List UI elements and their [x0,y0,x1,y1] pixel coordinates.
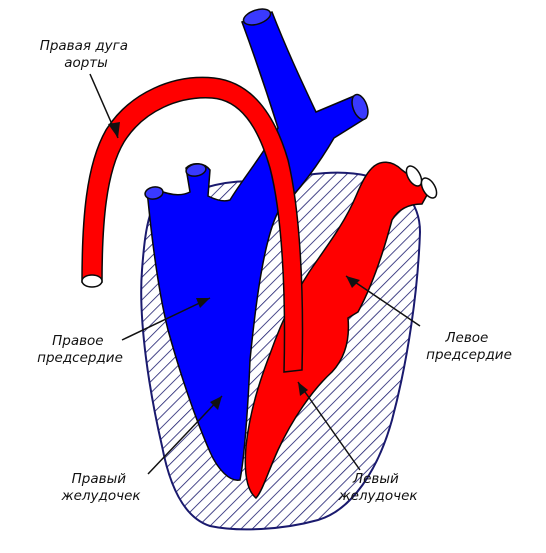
left-heart-red [244,161,434,500]
aortic-arch-opening [81,274,103,288]
label-aortic-arch-line1: Правая дуга [40,38,128,54]
pointer-aortic-arch-head [108,122,120,138]
label-left-atrium-line1: Левое [444,330,488,346]
label-left-ventricle-line2: желудочек [337,488,418,504]
pointer-right-atrium-head [196,298,210,308]
aortic-arch [81,76,304,373]
pointer-left-atrium [345,275,421,327]
label-aortic-arch: Правая дуга аорты [40,38,133,71]
label-aortic-arch-line2: аорты [64,55,108,71]
pointer-left-ventricle-head [298,382,308,396]
pointer-right-ventricle [147,395,223,475]
pointer-left-atrium-head [346,276,360,288]
label-right-atrium: Правое предсердие [37,333,123,366]
right-vessel-opening-2 [185,163,207,177]
label-left-atrium-line2: предсердие [426,347,512,363]
pulmonary-vessel-opening [351,93,369,121]
pointer-left-ventricle [297,381,361,471]
label-right-ventricle-line2: желудочек [60,488,141,504]
label-right-atrium-line2: предсердие [37,350,123,366]
label-left-atrium: Левое предсердие [426,330,512,363]
label-right-atrium-line1: Правое [52,333,104,349]
pointer-right-atrium [121,297,211,341]
right-vessel-opening-1 [144,186,164,200]
label-left-ventricle: Левый желудочек [337,471,418,504]
pulmonary-vein-opening-1 [405,165,423,187]
vena-cava-opening [242,8,272,26]
pulmonary-vein-opening-2 [420,177,438,199]
label-right-ventricle: Правый желудочек [60,471,141,504]
label-left-ventricle-line1: Левый [352,471,399,487]
pointer-right-ventricle-head [210,396,222,410]
label-right-ventricle-line1: Правый [72,471,127,487]
